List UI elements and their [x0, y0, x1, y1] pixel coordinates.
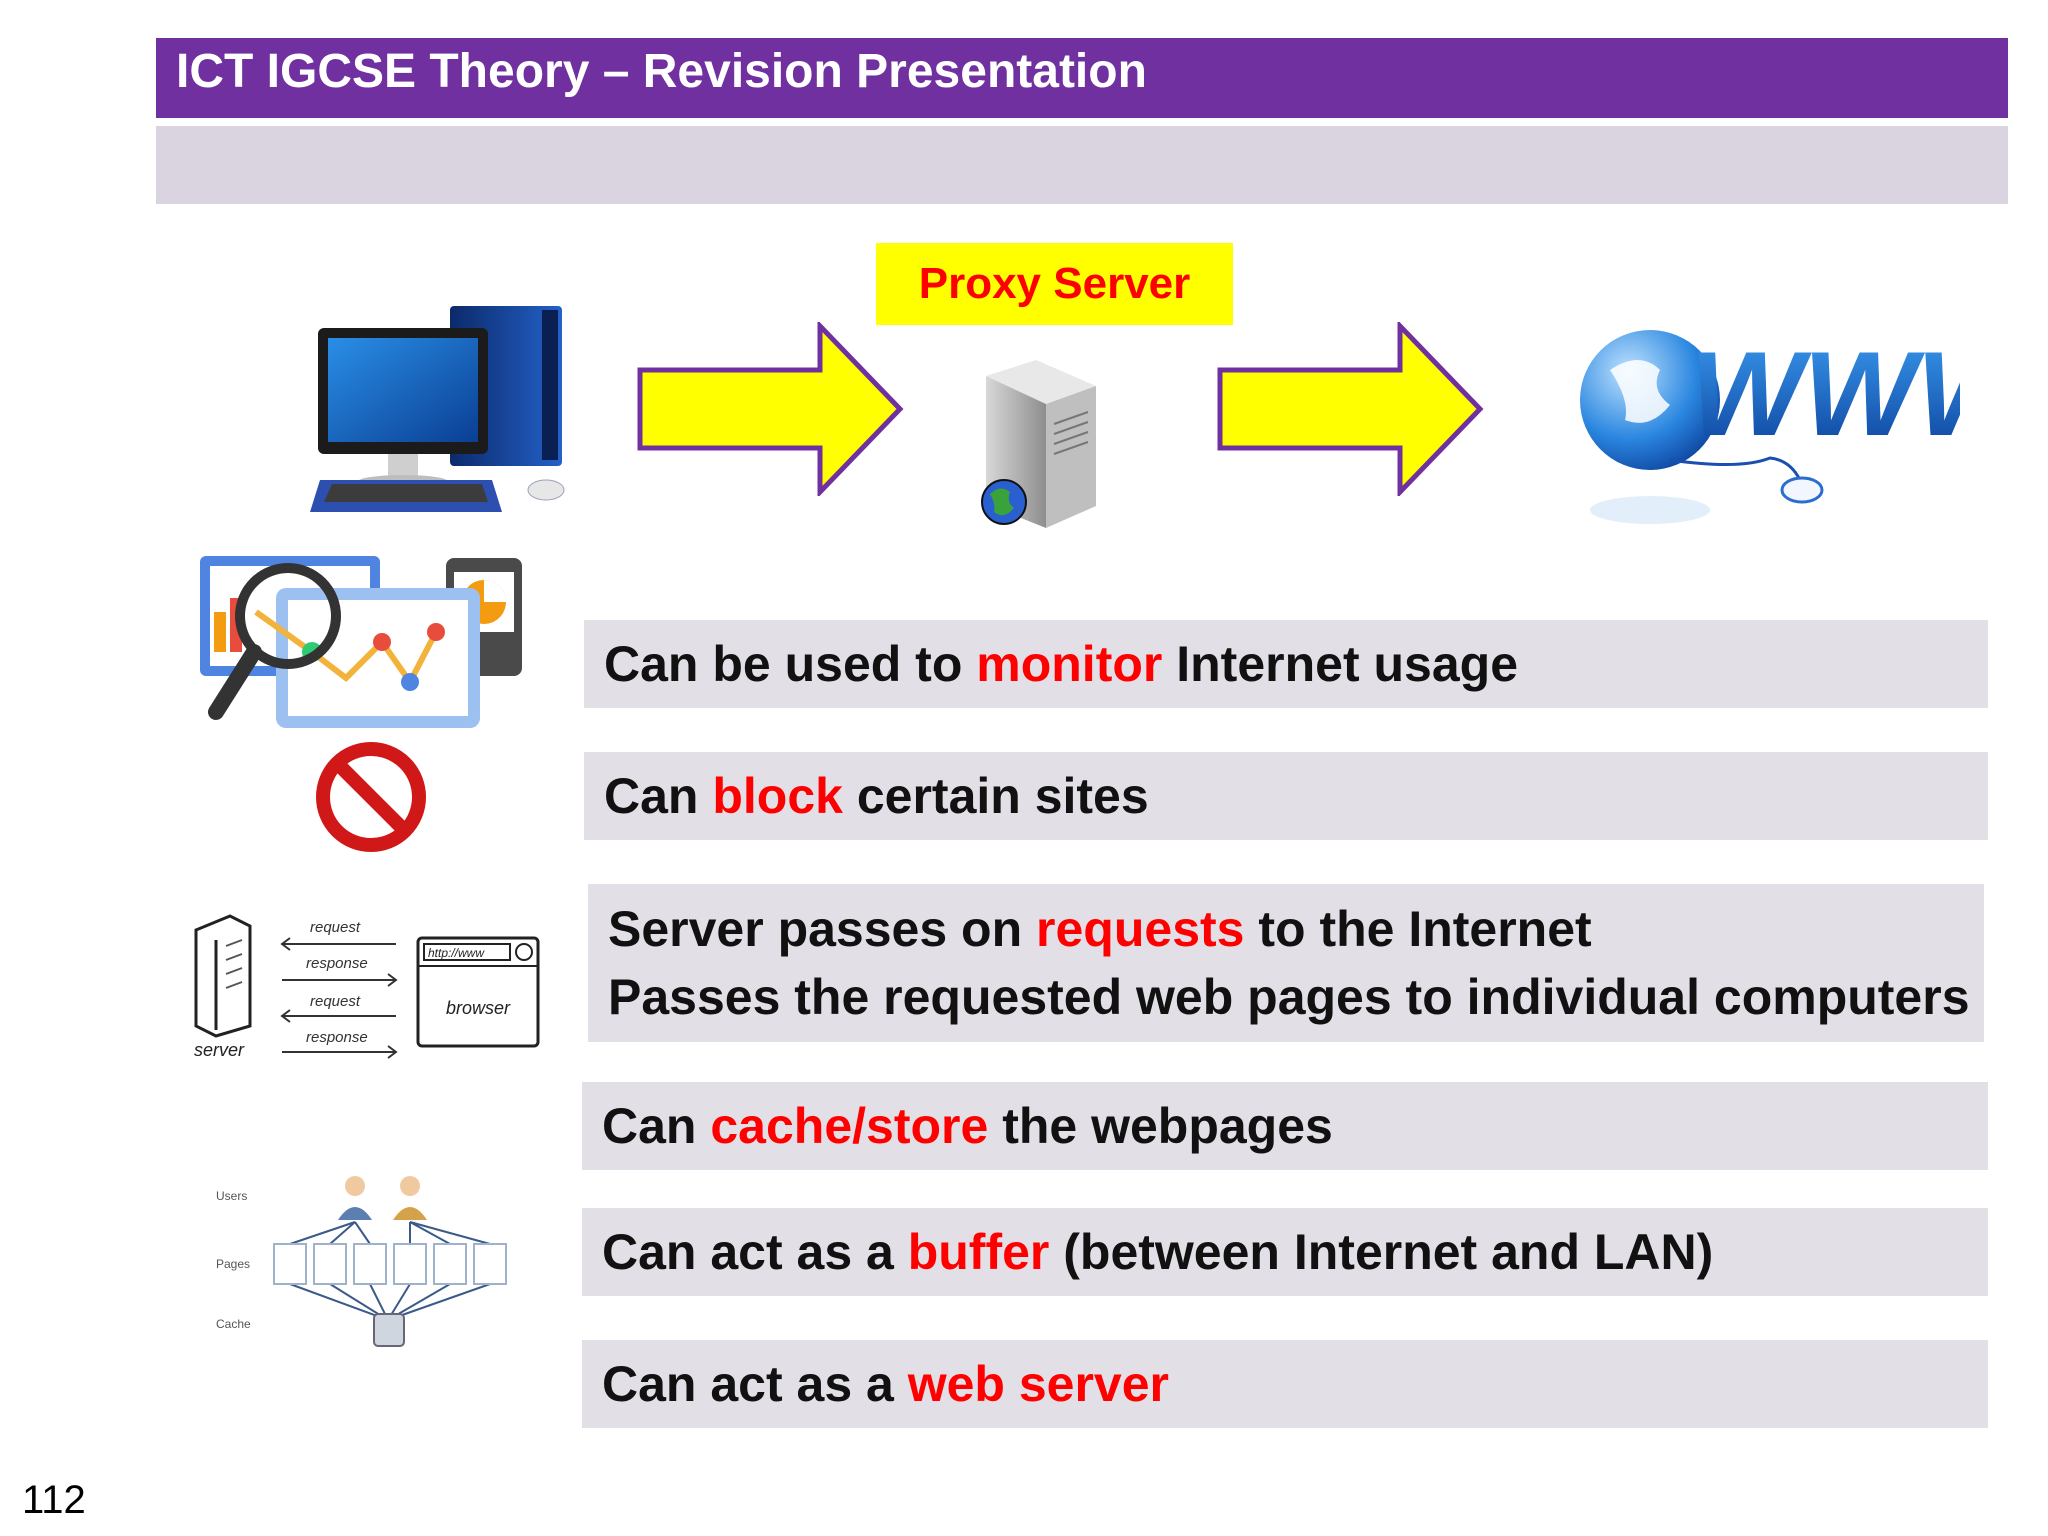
point-cache-text: Can cache/store the webpages — [602, 1098, 1333, 1154]
point-web-server-text: Can act as a web server — [602, 1356, 1169, 1412]
highlight-buffer: buffer — [907, 1224, 1050, 1280]
point-block-text: Can block certain sites — [604, 768, 1149, 824]
cache-diagram-icon: Users Pages Cache — [216, 1176, 507, 1347]
point-cache: Can cache/store the webpages — [582, 1082, 1988, 1170]
analytics-magnifier-icon — [200, 556, 522, 728]
subtitle-bar — [156, 126, 2008, 204]
point-buffer: Can act as a buffer (between Internet an… — [582, 1208, 1988, 1296]
cache-diagram-label-users: Users — [216, 1189, 247, 1203]
point-web-server: Can act as a web server — [582, 1340, 1988, 1428]
highlight-block: block — [712, 768, 843, 824]
arrow-label-response: response — [306, 1029, 368, 1046]
desktop-computer-icon — [310, 306, 565, 512]
highlight-cache: cache/store — [710, 1098, 989, 1154]
highlight-monitor: monitor — [976, 636, 1163, 692]
cache-diagram-label-pages: Pages — [216, 1257, 250, 1271]
point-requests-line1: Server passes on requests to the Interne… — [608, 901, 1592, 957]
server-sketch-label: server — [194, 1040, 245, 1060]
highlight-requests: requests — [1036, 901, 1245, 957]
page-number: 112 — [22, 1478, 86, 1522]
browser-sketch-label: browser — [446, 998, 511, 1018]
point-requests-line2: Passes the requested web pages to indivi… — [608, 969, 1970, 1025]
slide-title: ICT IGCSE Theory – Revision Presentation — [176, 45, 1147, 98]
point-buffer-text: Can act as a buffer (between Internet an… — [602, 1224, 1714, 1280]
title-bar: ICT IGCSE Theory – Revision Presentation — [156, 38, 2008, 118]
internet-www-icon: WWW — [1580, 327, 1960, 524]
arrow-label-request: request — [310, 993, 361, 1010]
point-monitor: Can be used to monitor Internet usage — [584, 620, 1988, 708]
proxy-server-icon — [981, 360, 1096, 528]
arrow-label-request: request — [310, 919, 361, 936]
cache-diagram-label-cache: Cache — [216, 1317, 251, 1331]
proxy-server-label: Proxy Server — [876, 243, 1233, 325]
request-response-sketch-icon: server request response request response… — [194, 914, 540, 1060]
arrow-to-proxy-icon — [637, 322, 904, 496]
arrow-label-response: response — [306, 955, 368, 972]
browser-url-text: http://www — [428, 946, 485, 960]
point-block: Can block certain sites — [584, 752, 1988, 840]
point-requests: Server passes on requests to the Interne… — [588, 884, 1984, 1042]
arrow-to-internet-icon — [1217, 322, 1484, 496]
block-icon — [316, 742, 426, 852]
point-monitor-text: Can be used to monitor Internet usage — [604, 636, 1518, 692]
highlight-web-server: web server — [907, 1356, 1169, 1412]
www-text: WWW — [1690, 327, 1960, 461]
